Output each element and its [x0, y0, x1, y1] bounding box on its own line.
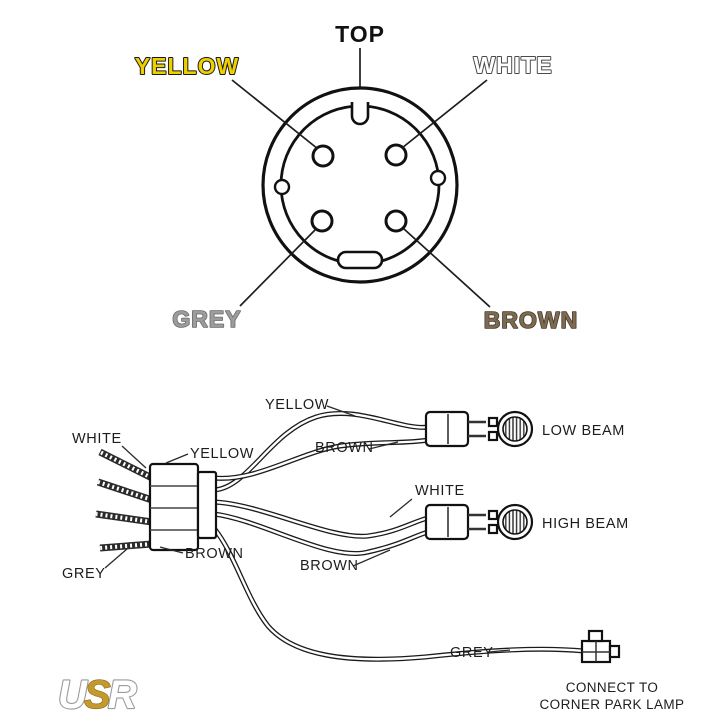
- right-notch: [429, 169, 447, 187]
- white-leader-line: [401, 79, 488, 149]
- brown-pin-label: BROWN: [484, 307, 578, 333]
- high-beam-label: HIGH BEAM: [542, 516, 629, 532]
- connector-prongs: [95, 448, 154, 552]
- wire-brown-low-label: BROWN: [315, 440, 374, 456]
- connector-grey-leader: [104, 548, 128, 569]
- connector-grey-label: GREY: [62, 566, 106, 582]
- brown-leader-line: [403, 228, 491, 308]
- low-beam-plug: [424, 410, 470, 448]
- white-pin-label: WHITE: [473, 52, 552, 78]
- connector-boot: [196, 470, 218, 540]
- connector-pinout-diagram: TOP YELLOW WHITE GREY BROWN: [134, 21, 578, 334]
- usr-logo: U S R: [57, 672, 145, 718]
- grey-leader-line: [239, 228, 317, 307]
- prong-3: [95, 510, 153, 526]
- connector-brown-leader: [159, 546, 184, 554]
- connector-body: [148, 462, 200, 552]
- connector-brown-label: BROWN: [185, 546, 244, 562]
- park-lamp-connector: [580, 629, 621, 664]
- wire-grey-leader: [488, 649, 511, 653]
- top-label: TOP: [335, 21, 385, 47]
- connector-white-label: WHITE: [72, 431, 122, 447]
- low-beam-assembly: LOW BEAM: [424, 410, 625, 448]
- wire-white-label: WHITE: [415, 483, 465, 499]
- harness-diagram: WHITE YELLOW GREY BROWN YELLOW BROWN WHI…: [62, 397, 684, 712]
- brown-wire-low-core: [212, 438, 430, 480]
- usr-logo-text: U S R: [58, 673, 137, 717]
- park-lamp-note-line2: CORNER PARK LAMP: [540, 697, 685, 712]
- left-notch: [273, 178, 291, 196]
- low-beam-label: LOW BEAM: [542, 423, 625, 439]
- yellow-pin-label: YELLOW: [135, 53, 239, 79]
- grey-wire-core: [212, 526, 586, 661]
- wire-brown-low-leader: [368, 441, 399, 450]
- prong-4-hatch: [99, 542, 153, 550]
- harness-wires: [211, 411, 587, 662]
- connector-yellow-leader: [165, 453, 189, 464]
- connector-yellow-label: YELLOW: [190, 446, 254, 462]
- connector-white-leader: [121, 445, 147, 469]
- park-lamp-top-tab: [587, 629, 604, 643]
- harness-connector: [95, 448, 218, 552]
- park-lamp-note-line1: CONNECT TO: [566, 680, 659, 695]
- wire-yellow-leader: [326, 405, 356, 417]
- bottom-slot: [336, 250, 384, 270]
- wire-brown-high-leader: [352, 549, 391, 567]
- white-wire-core: [212, 500, 430, 538]
- wire-grey-label: GREY: [450, 645, 494, 661]
- pin-yellow-top-left: [311, 144, 335, 168]
- top-keyway-notch: [350, 102, 370, 126]
- high-beam-socket-tab-2: [487, 523, 499, 535]
- logo-letter-r: R: [108, 673, 137, 717]
- high-beam-socket-tab-1: [487, 509, 499, 521]
- pin-grey-bottom-left: [310, 209, 334, 233]
- high-beam-assembly: HIGH BEAM: [424, 503, 629, 541]
- pin-brown-bottom-right: [384, 209, 408, 233]
- grey-pin-label: GREY: [172, 306, 241, 332]
- high-beam-socket-face: [502, 509, 528, 535]
- grey-wire: [211, 525, 587, 662]
- brown-wire-high-core: [212, 512, 430, 555]
- wire-yellow-label: YELLOW: [265, 397, 329, 413]
- wire-brown-high-label: BROWN: [300, 558, 359, 574]
- low-beam-socket-tab-1: [487, 416, 499, 428]
- prong-2: [96, 478, 154, 504]
- pin-white-top-right: [384, 143, 408, 167]
- high-beam-plug: [424, 503, 470, 541]
- yellow-leader-line: [231, 79, 319, 150]
- low-beam-socket-face: [502, 416, 528, 442]
- wire-white-leader: [389, 498, 413, 518]
- park-lamp-side-tab: [608, 644, 621, 659]
- low-beam-socket-tab-2: [487, 430, 499, 442]
- prong-1: [98, 448, 154, 482]
